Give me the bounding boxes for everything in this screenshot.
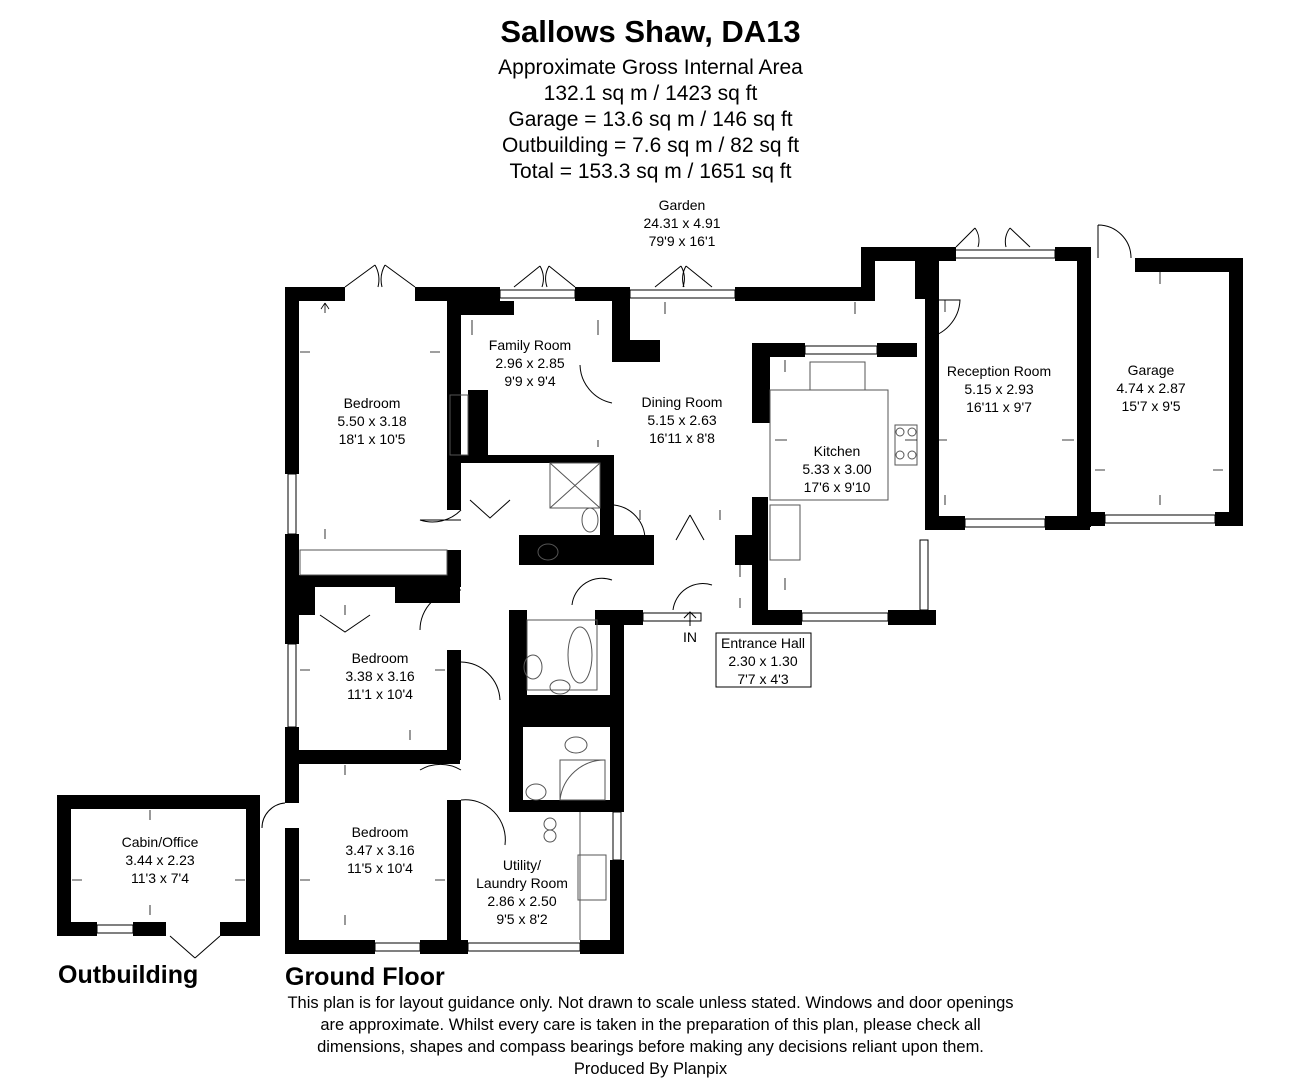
- room-label-garden: Garden 24.31 x 4.91 79'9 x 16'1: [643, 196, 720, 250]
- room-label-cabin-office: Cabin/Office 3.44 x 2.23 11'3 x 7'4: [122, 833, 199, 887]
- room-imperial: 18'1 x 10'5: [338, 431, 406, 447]
- room-metric: 3.44 x 2.23: [125, 852, 195, 868]
- total-area: Total = 153.3 sq m / 1651 sq ft: [509, 160, 792, 183]
- room-imperial: 9'9 x 9'4: [504, 373, 556, 389]
- main-area: 132.1 sq m / 1423 sq ft: [543, 82, 758, 105]
- room-imperial: 11'1 x 10'4: [347, 686, 413, 702]
- fixtures: [299, 361, 918, 940]
- room-label-entrance-hall: Entrance Hall 2.30 x 1.30 7'7 x 4'3: [721, 634, 805, 688]
- room-metric: 3.38 x 3.16: [345, 668, 415, 684]
- room-metric: 2.96 x 2.85: [495, 355, 565, 371]
- room-label-bedroom-1: Bedroom 5.50 x 3.18 18'1 x 10'5: [337, 394, 406, 448]
- room-label-utility: Utility/ Laundry Room 2.86 x 2.50 9'5 x …: [476, 856, 568, 928]
- room-imperial: 11'3 x 7'4: [130, 870, 190, 886]
- windows: [96, 249, 1216, 952]
- room-label-bedroom-3: Bedroom 3.47 x 3.16 11'5 x 10'4: [345, 823, 414, 877]
- room-metric: 2.86 x 2.50: [487, 893, 557, 909]
- disclaimer-line: are approximate. Whilst every care is ta…: [320, 1016, 981, 1034]
- producer-credit: Produced By Planpix: [573, 1060, 728, 1078]
- garage-area: Garage = 13.6 sq m / 146 sq ft: [508, 108, 793, 131]
- disclaimer-line: dimensions, shapes and compass bearings …: [317, 1038, 984, 1056]
- room-metric: 5.50 x 3.18: [337, 413, 407, 429]
- room-imperial: 17'6 x 9'10: [803, 479, 871, 495]
- outbuilding-area: Outbuilding = 7.6 sq m / 82 sq ft: [501, 134, 800, 157]
- room-name: Bedroom: [351, 824, 409, 840]
- room-metric: 5.15 x 2.63: [647, 412, 717, 428]
- walls: [57, 247, 1243, 954]
- area-summary: Approximate Gross Internal Area 132.1 sq…: [0, 55, 1301, 185]
- room-metric: 5.33 x 3.00: [802, 461, 872, 477]
- room-metric: 24.31 x 4.91: [643, 215, 721, 231]
- room-name-2: Laundry Room: [476, 875, 568, 891]
- room-imperial: 16'11 x 8'8: [649, 430, 715, 446]
- room-label-kitchen: Kitchen 5.33 x 3.00 17'6 x 9'10: [802, 442, 871, 496]
- room-name: Bedroom: [351, 650, 409, 666]
- room-metric: 5.15 x 2.93: [964, 381, 1034, 397]
- room-imperial: 15'7 x 9'5: [1121, 398, 1181, 414]
- room-metric: 3.47 x 3.16: [345, 842, 415, 858]
- disclaimer: This plan is for layout guidance only. N…: [0, 992, 1301, 1080]
- room-label-bedroom-2: Bedroom 3.38 x 3.16 11'1 x 10'4: [345, 649, 414, 703]
- room-label-garage: Garage 4.74 x 2.87 15'7 x 9'5: [1116, 361, 1185, 415]
- room-label-dining-room: Dining Room 5.15 x 2.63 16'11 x 8'8: [642, 393, 723, 447]
- room-name: Entrance Hall: [720, 635, 806, 651]
- ground-floor-label: Ground Floor: [285, 963, 445, 991]
- room-name: Cabin/Office: [121, 834, 199, 850]
- outbuilding-floor-label: Outbuilding: [58, 961, 199, 989]
- room-imperial: 79'9 x 16'1: [648, 233, 716, 249]
- room-name: Utility/: [502, 857, 542, 873]
- room-name: Garage: [1127, 362, 1175, 378]
- room-name: Bedroom: [343, 395, 401, 411]
- room-name: Kitchen: [813, 443, 861, 459]
- room-imperial: 9'5 x 8'2: [496, 911, 548, 927]
- disclaimer-line: This plan is for layout guidance only. N…: [287, 994, 1014, 1012]
- room-name: Reception Room: [946, 363, 1052, 379]
- room-label-reception-room: Reception Room 5.15 x 2.93 16'11 x 9'7: [947, 362, 1051, 416]
- entrance-arrow: [683, 611, 697, 626]
- dimension-ticks: [72, 272, 1223, 925]
- room-metric: 4.74 x 2.87: [1116, 380, 1186, 396]
- entrance-marker: IN: [683, 629, 697, 645]
- entrance-hall-box: [715, 632, 812, 688]
- room-name: Garden: [658, 197, 706, 213]
- room-metric: 2.30 x 1.30: [728, 653, 798, 669]
- room-imperial: 7'7 x 4'3: [737, 671, 789, 687]
- room-label-family-room: Family Room 2.96 x 2.85 9'9 x 9'4: [489, 336, 571, 390]
- room-name: Dining Room: [641, 394, 723, 410]
- area-heading: Approximate Gross Internal Area: [498, 56, 803, 79]
- room-imperial: 16'11 x 9'7: [966, 399, 1032, 415]
- door-swings: [169, 224, 1132, 959]
- room-name: Family Room: [488, 337, 572, 353]
- room-imperial: 11'5 x 10'4: [347, 860, 413, 876]
- plan-title: Sallows Shaw, DA13: [500, 14, 801, 49]
